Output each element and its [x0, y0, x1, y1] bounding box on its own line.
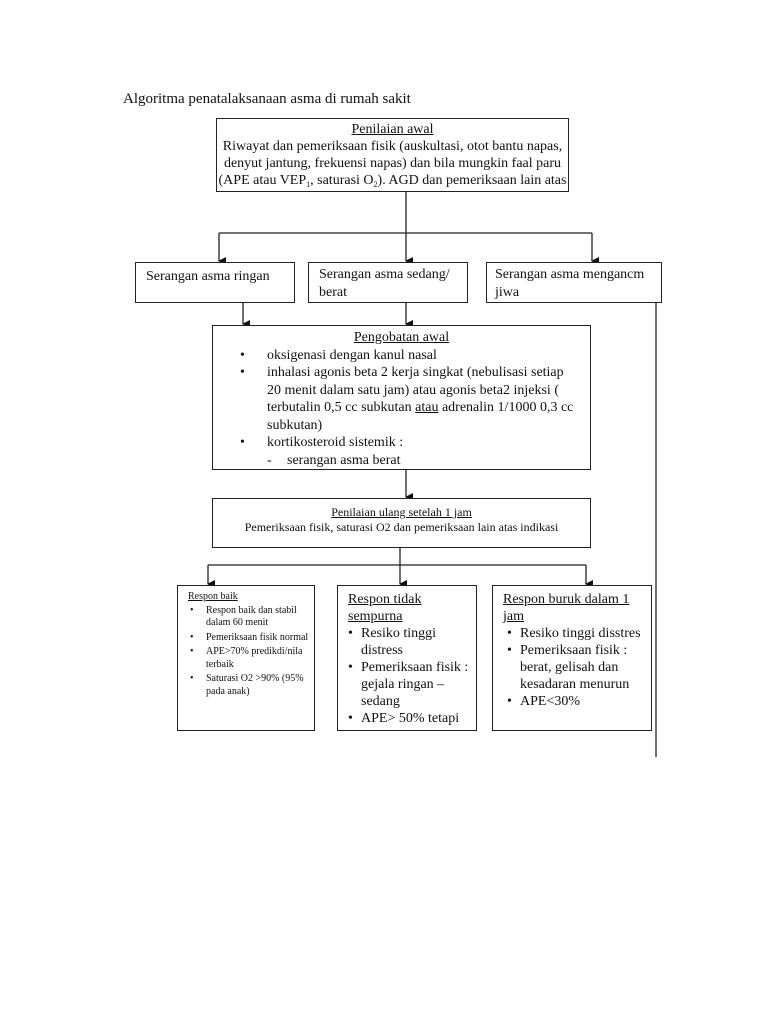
initial-assessment-text: (APE atau VEP1, saturasi O2). AGD dan pe… [217, 172, 568, 189]
text: kortikosteroid sistemik : [267, 435, 404, 450]
text: (APE atau VEP [218, 173, 307, 188]
text: Pemeriksaan fisik normal [206, 631, 309, 643]
mild-attack-box: Serangan asma ringan [135, 262, 295, 303]
text: Pemeriksaan fisik : gejala ringan – seda… [361, 660, 469, 709]
poor-response-item: •APE<30% [507, 694, 581, 709]
page-title: Algoritma penatalaksanaan asma di rumah … [123, 91, 411, 107]
treatment-item: •inhalasi agonis beta 2 kerja singkat (n… [240, 365, 574, 433]
text: APE<30% [520, 694, 581, 709]
life-threatening-attack-box: Serangan asma mengancm jiwa [486, 262, 662, 303]
text: adrenalin 1/1000 0,3 cc subkutan) [267, 400, 574, 433]
text: Resiko tinggi disstres [520, 626, 641, 641]
good-response-heading: Respon baik [188, 591, 238, 602]
text: Respon baik dan stabil dalam 60 menit [206, 604, 297, 629]
text: ). AGD dan pemeriksaan lain atas [377, 173, 567, 188]
good-response-item: •APE>70% predikdi/nila terbaik [190, 646, 303, 670]
text: APE> 50% tetapi [361, 711, 460, 726]
treatment-subitem: -serangan asma berat [267, 452, 401, 468]
mild-attack-label: Serangan asma ringan [146, 269, 270, 284]
text: APE>70% predikdi/nila terbaik [206, 646, 303, 670]
poor-response-heading: Respon buruk dalam 1 jam [503, 592, 630, 624]
text: Pemeriksaan fisik : berat, gelisah dan k… [520, 643, 630, 692]
treatment-item: •kortikosteroid sistemik : [240, 435, 404, 450]
initial-assessment-box: Penilaian awal Riwayat dan pemeriksaan f… [216, 118, 569, 192]
moderate-attack-box: Serangan asma sedang/ berat [308, 262, 468, 303]
good-response-box: Respon baik •Respon baik dan stabil dala… [177, 585, 315, 731]
incomplete-response-item: •Resiko tinggi distress [348, 626, 437, 658]
initial-assessment-heading: Penilaian awal [351, 122, 434, 137]
text: , saturasi O [310, 173, 374, 188]
text: serangan asma berat [287, 452, 401, 468]
initial-treatment-heading: Pengobatan awal [353, 330, 450, 345]
incomplete-response-box: Respon tidak sempurna •Resiko tinggi dis… [337, 585, 477, 731]
incomplete-response-heading: Respon tidak sempurna [348, 592, 422, 624]
subscript: 2 [373, 180, 378, 189]
initial-assessment-text: Riwayat dan pemeriksaan fisik (auskultas… [222, 139, 563, 154]
treatment-item: •oksigenasi dengan kanul nasal [240, 347, 437, 363]
initial-treatment-box: Pengobatan awal •oksigenasi dengan kanul… [212, 325, 591, 470]
reassessment-text: Pemeriksaan fisik, saturasi O2 dan pemer… [244, 520, 559, 534]
good-response-item: •Saturasi O2 >90% (95% pada anak) [190, 673, 304, 697]
life-threatening-attack-label: Serangan asma mengancm jiwa [495, 267, 645, 300]
good-response-item: •Respon baik dan stabil dalam 60 menit [190, 604, 297, 629]
text: inhalasi agonis beta 2 kerja singkat (ne… [267, 365, 564, 415]
poor-response-item: •Resiko tinggi disstres [507, 626, 641, 641]
reassessment-heading: Penilaian ulang setelah 1 jam [331, 505, 472, 519]
text: Saturasi O2 >90% (95% pada anak) [206, 673, 304, 697]
subscript: 1 [306, 180, 311, 189]
moderate-attack-label: Serangan asma sedang/ berat [319, 267, 450, 300]
poor-response-box: Respon buruk dalam 1 jam •Resiko tinggi … [492, 585, 652, 731]
good-response-item: •Pemeriksaan fisik normal [190, 631, 309, 643]
text: Resiko tinggi distress [361, 626, 437, 658]
text: oksigenasi dengan kanul nasal [267, 347, 437, 363]
incomplete-response-item: •APE> 50% tetapi [348, 711, 460, 726]
poor-response-item: •Pemeriksaan fisik : berat, gelisah dan … [507, 643, 630, 692]
incomplete-response-item: •Pemeriksaan fisik : gejala ringan – sed… [348, 660, 469, 709]
initial-assessment-text: denyut jantung, frekuensi napas) dan bil… [223, 156, 562, 171]
reassessment-box: Penilaian ulang setelah 1 jam Pemeriksaa… [212, 498, 591, 548]
text: atau [415, 400, 439, 415]
